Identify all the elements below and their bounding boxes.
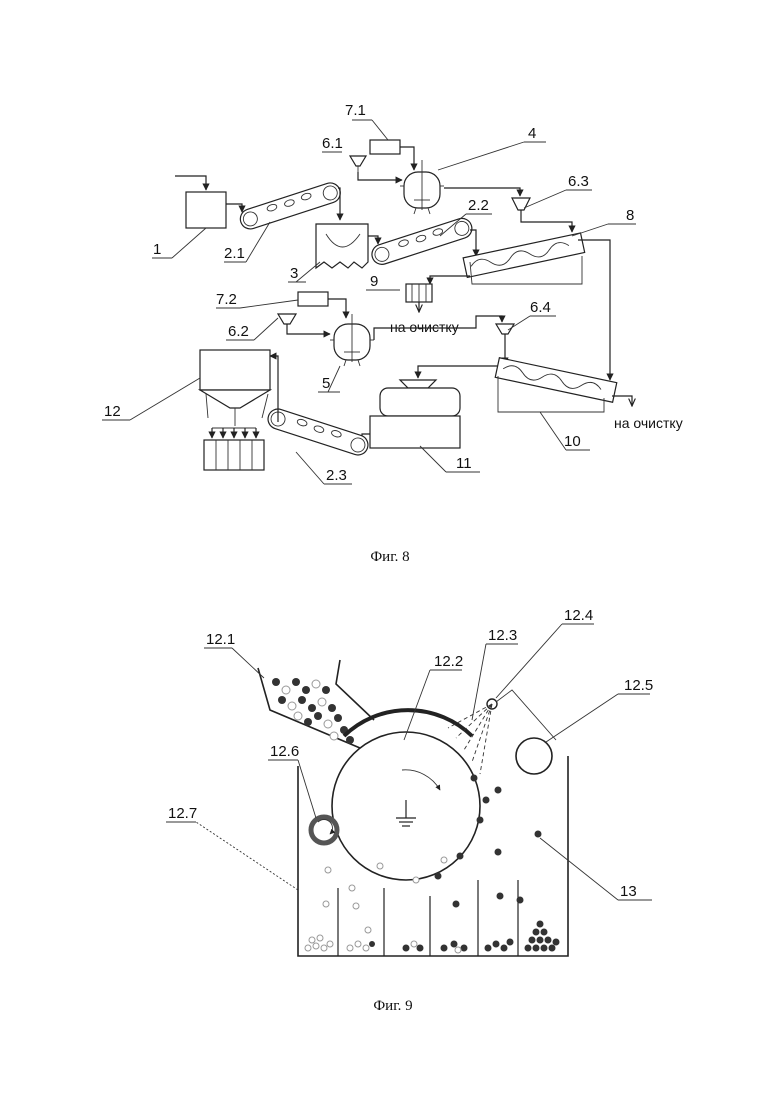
to-cleaning-1: на очистку: [390, 319, 459, 335]
label-12-4: 12.4: [564, 607, 593, 624]
figure-9: 12.1 12.2 12.4: [166, 607, 653, 1014]
label-12-3: 12.3: [488, 627, 517, 644]
label-12-2: 12.2: [434, 653, 463, 670]
label-6-2-text: 6.2: [228, 323, 249, 340]
hopper-6-3: [512, 198, 530, 210]
label-7-1: 7.1: [345, 102, 366, 119]
label-6-4: 6.4: [530, 299, 551, 316]
label-10: 10: [564, 433, 581, 450]
label-6-3: 6.3: [568, 173, 589, 190]
label-12-1: 12.1: [206, 631, 235, 648]
label-12-5: 12.5: [624, 677, 653, 694]
mill-3: 3: [288, 224, 368, 282]
label-13: 13: [620, 883, 637, 900]
label-12-7: 12.7: [168, 805, 197, 822]
brush-12-6: 12.6: [268, 743, 337, 843]
hopper-6-2: [278, 314, 296, 324]
electrode-12-5: 12.5: [516, 677, 653, 774]
label-12-6: 12.6: [270, 743, 299, 760]
particles-collected: [305, 921, 560, 954]
label-11: 11: [456, 455, 472, 472]
label-3: 3: [290, 265, 298, 282]
conveyor-2-3: [265, 406, 370, 457]
conveyor-2-2: [369, 216, 474, 267]
separator-12: 12: [102, 350, 270, 470]
label-4: 4: [528, 125, 536, 142]
to-cleaning-2: на очистку: [614, 415, 683, 431]
label-1: 1: [153, 241, 161, 258]
hopper-6-1: [350, 156, 366, 166]
hopper-6-4: [496, 324, 514, 334]
label-9: 9: [370, 273, 378, 290]
filter-9: 9 на очистку: [366, 273, 459, 335]
label-12: 12: [104, 403, 121, 420]
label-6-1: 6.1: [322, 135, 343, 152]
particles-hopper: [272, 678, 354, 744]
label-8: 8: [626, 207, 634, 224]
figure-9-caption: Фиг. 9: [373, 998, 412, 1014]
label-2-2: 2.2: [468, 197, 489, 214]
screw-separator-10: 10 на очистку: [495, 358, 682, 450]
label-5: 5: [322, 375, 330, 392]
dispenser-7-2: [298, 292, 328, 306]
figure-8: 1 2.1 3: [102, 102, 683, 565]
label-2-1: 2.1: [224, 245, 245, 262]
label-2-3: 2.3: [326, 467, 347, 484]
figure-8-caption: Фиг. 8: [370, 549, 409, 565]
centrifuge-11: 11: [370, 380, 480, 472]
reactor-5: 5: [318, 314, 374, 392]
label-7-2: 7.2: [216, 291, 237, 308]
drum-12-2: 12.2: [332, 653, 480, 880]
dispenser-7-1: [370, 140, 400, 154]
